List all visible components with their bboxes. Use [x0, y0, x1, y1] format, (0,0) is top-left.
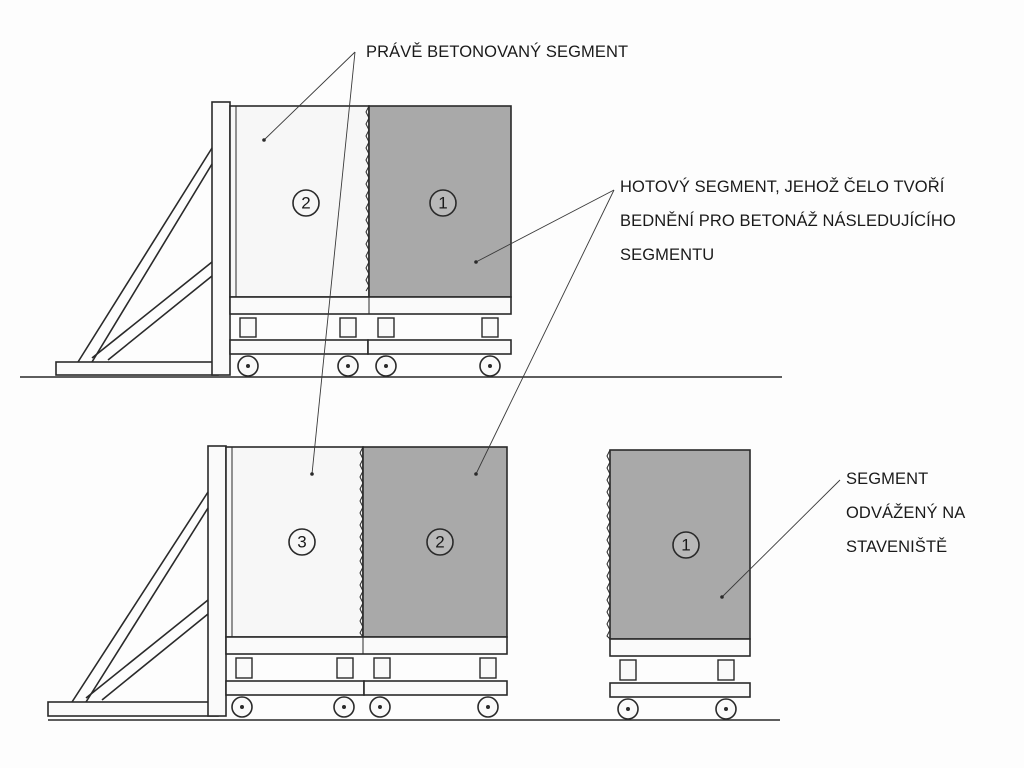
top-number-badge-fresh — [292, 189, 320, 217]
bottom-wheel-3-hub — [378, 705, 382, 709]
leader-moved — [721, 479, 841, 598]
bottom-number-finished: 2 — [435, 533, 444, 552]
top-bulkhead — [55, 101, 231, 376]
bottom-segment-moved — [609, 449, 751, 640]
bottom-number-badge-finished — [426, 528, 454, 556]
bottom-wheel-1-hub — [240, 705, 244, 709]
bottom-number-badge-moved — [672, 531, 700, 559]
top-scene: 2 1 — [20, 101, 782, 378]
top-jack-3 — [377, 317, 395, 338]
top-wheel-3-hub — [384, 364, 388, 368]
leader-finished-bottom — [475, 189, 615, 475]
bottom-jack-2 — [336, 657, 354, 679]
top-carriage-deck — [229, 296, 512, 315]
leader-dot-finished-top — [474, 260, 478, 264]
bottom-wheel-4-hub — [486, 705, 490, 709]
bottom-match-cast-joint — [359, 446, 364, 638]
bottom-carriage-deck — [225, 636, 508, 655]
label-moved-line1: SEGMENT — [846, 470, 928, 488]
top-match-cast-joint — [365, 105, 370, 292]
top-number-badge-finished — [429, 189, 457, 217]
bottom-strut-outer — [71, 491, 209, 703]
top-strut-outer-b — [91, 163, 213, 363]
top-number-finished: 1 — [438, 194, 447, 213]
label-finished-line2: BEDNĚNÍ PRO BETONÁŽ NÁSLEDUJÍCÍHO — [620, 211, 956, 230]
leader-dot-concreted-top — [262, 138, 266, 142]
bottom-jack-3 — [373, 657, 391, 679]
top-strut-inner-b — [107, 275, 213, 361]
transport-wheel-2-hub — [724, 707, 728, 711]
top-wheel-2-hub — [346, 364, 350, 368]
bottom-jack-1 — [235, 657, 253, 679]
top-strut-inner — [91, 261, 213, 359]
transport-bogie — [609, 682, 751, 698]
leader-concreted-top — [263, 51, 356, 141]
transport-deck — [609, 638, 751, 657]
top-jack-1 — [239, 317, 257, 338]
top-bulkhead-wall — [211, 101, 231, 376]
bottom-number-fresh: 3 — [297, 533, 306, 552]
bottom-strut-inner-b — [101, 613, 209, 701]
transport-jack-2 — [717, 659, 735, 681]
annotation-labels: PRÁVĚ BETONOVANÝ SEGMENT HOTOVÝ SEGMENT,… — [366, 42, 965, 556]
bottom-wheel-2-hub — [342, 705, 346, 709]
label-moved-line3: STAVENIŠTĚ — [846, 537, 947, 556]
bottom-jack-4 — [479, 657, 497, 679]
bottom-bulkhead-footing — [47, 701, 219, 717]
label-finished-line3: SEGMENTU — [620, 246, 714, 264]
top-jack-2 — [339, 317, 357, 338]
top-number-fresh: 2 — [301, 194, 310, 213]
bottom-bulkhead — [47, 445, 227, 717]
top-wheel-4-hub — [488, 364, 492, 368]
top-jack-4 — [481, 317, 499, 338]
transport-jack-1 — [619, 659, 637, 681]
leader-dot-concreted-bottom — [310, 472, 314, 476]
leader-lines — [262, 51, 841, 599]
bottom-strut-outer-b — [85, 507, 209, 703]
label-concreted-segment: PRÁVĚ BETONOVANÝ SEGMENT — [366, 42, 628, 61]
label-finished-line1: HOTOVÝ SEGMENT, JEHOŽ ČELO TVOŘÍ — [620, 177, 945, 196]
bottom-scene: 3 2 1 — [47, 445, 780, 721]
leader-concreted-bottom — [311, 51, 356, 475]
bottom-number-moved: 1 — [681, 536, 690, 555]
transport-wheel-1-hub — [626, 707, 630, 711]
bottom-bogie-left — [225, 680, 365, 696]
bottom-number-badge-fresh — [288, 528, 316, 556]
leader-dot-moved — [720, 595, 724, 599]
top-strut-outer — [77, 147, 213, 363]
bottom-bogie-right — [363, 680, 508, 696]
top-wheel-1-hub — [246, 364, 250, 368]
leader-finished-top — [475, 189, 615, 263]
top-bulkhead-footing — [55, 361, 219, 376]
bottom-strut-inner — [85, 599, 209, 699]
moved-segment-face — [606, 449, 611, 640]
top-bogie-left — [229, 339, 369, 355]
leader-dot-finished-bottom — [474, 472, 478, 476]
label-moved-line2: ODVÁŽENÝ NA — [846, 503, 965, 522]
bottom-bulkhead-wall — [207, 445, 227, 717]
top-bogie-right — [367, 339, 512, 355]
